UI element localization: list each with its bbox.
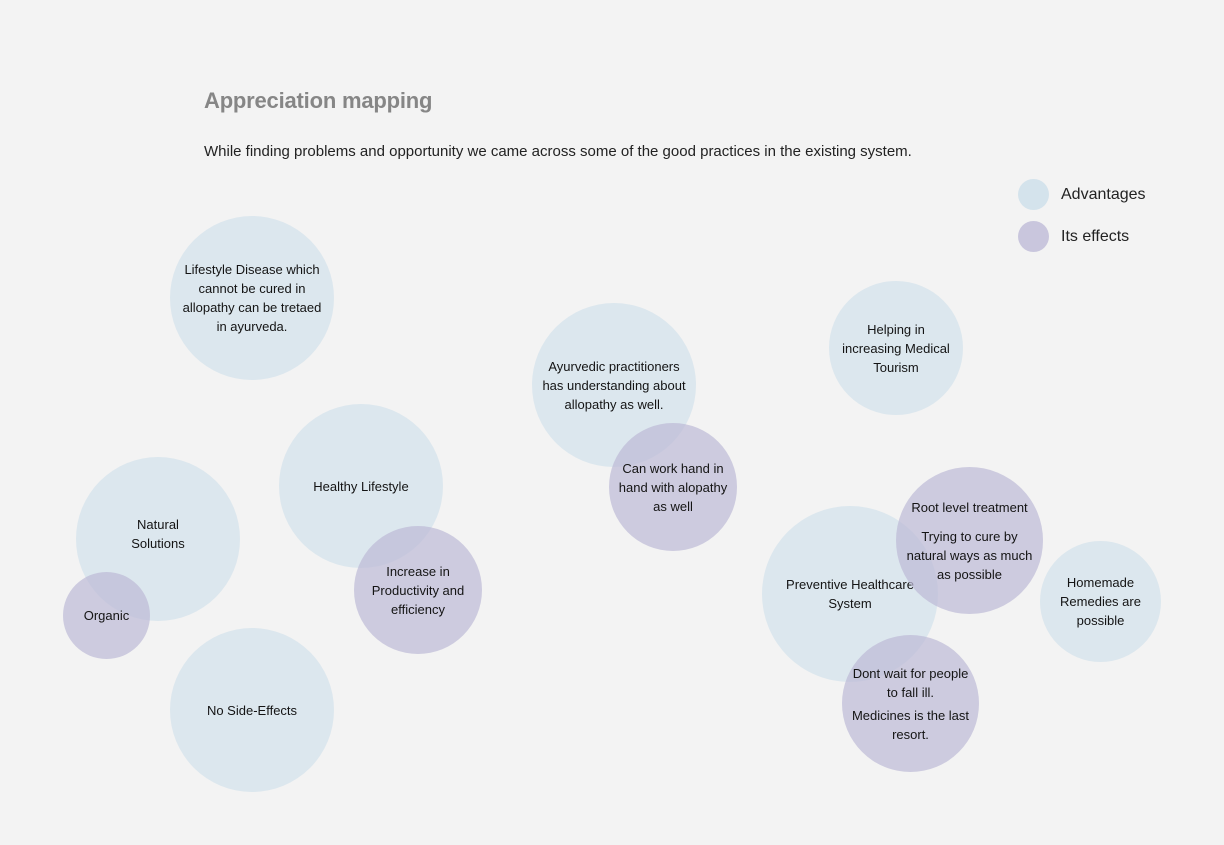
bubble-homemade-remedies-text: Homemade Remedies are possible bbox=[1060, 575, 1141, 628]
bubble-ayurvedic-practitioners-text: Ayurvedic practitioners has understandin… bbox=[542, 358, 686, 412]
bubble-homemade-remedies: Homemade Remedies are possible bbox=[1040, 541, 1161, 662]
bubble-no-side-effects-text: No Side-Effects bbox=[206, 702, 298, 718]
bubble-dont-wait: Dont wait for people to fall ill. Medici… bbox=[842, 635, 979, 772]
bubble-lifestyle-disease-text: Lifestyle Disease which cannot be cured … bbox=[182, 262, 322, 334]
legend-advantages: Advantages bbox=[1018, 179, 1146, 210]
bubble-no-side-effects: No Side-Effects bbox=[170, 628, 334, 792]
bubble-healthy-lifestyle-text: Healthy Lifestyle bbox=[313, 478, 409, 494]
bubble-root-level: Root level treatment Trying to cure by n… bbox=[896, 467, 1043, 614]
bubble-lifestyle-disease: Lifestyle Disease which cannot be cured … bbox=[170, 216, 334, 380]
page-title: Appreciation mapping bbox=[204, 88, 433, 113]
bubble-medical-tourism: Helping in increasing Medical Tourism bbox=[829, 281, 963, 415]
bubble-productivity: Increase in Productivity and efficiency bbox=[354, 526, 482, 654]
bubble-dont-wait-text: Dont wait for people to fall ill. bbox=[852, 665, 969, 700]
bubble-organic-text: Organic bbox=[83, 608, 130, 623]
legend-effects-swatch bbox=[1018, 221, 1049, 252]
bubble-preventive-healthcare-text: Preventive Healthcare System bbox=[786, 577, 914, 611]
bubble-medical-tourism-text: Helping in increasing Medical Tourism bbox=[842, 321, 950, 375]
legend-advantages-label: Advantages bbox=[1061, 185, 1146, 203]
legend-advantages-swatch bbox=[1018, 179, 1049, 210]
bubble-root-level-content: Root level treatment Trying to cure by n… bbox=[904, 498, 1035, 584]
bubble-organic: Organic bbox=[63, 572, 150, 659]
page-subtitle: While finding problems and opportunity w… bbox=[204, 143, 912, 160]
bubble-work-hand-in-hand-text: Can work hand in hand with alopathy as w… bbox=[618, 460, 728, 514]
bubble-last-resort-text: Medicines is the last resort. bbox=[851, 707, 970, 742]
bubble-dont-wait-content: Dont wait for people to fall ill. Medici… bbox=[848, 664, 973, 744]
bubble-root-level-text: Root level treatment bbox=[911, 499, 1028, 515]
legend-effects: Its effects bbox=[1018, 221, 1129, 252]
bubble-healthy-lifestyle: Healthy Lifestyle bbox=[279, 404, 443, 568]
bubble-cure-natural-text: Trying to cure by natural ways as much a… bbox=[906, 528, 1033, 582]
bubble-productivity-text: Increase in Productivity and efficiency bbox=[371, 563, 465, 617]
bubble-work-hand-in-hand: Can work hand in hand with alopathy as w… bbox=[609, 423, 737, 551]
bubble-natural-solutions-text: Natural Solutions bbox=[131, 517, 185, 551]
legend-effects-label: Its effects bbox=[1061, 227, 1130, 245]
